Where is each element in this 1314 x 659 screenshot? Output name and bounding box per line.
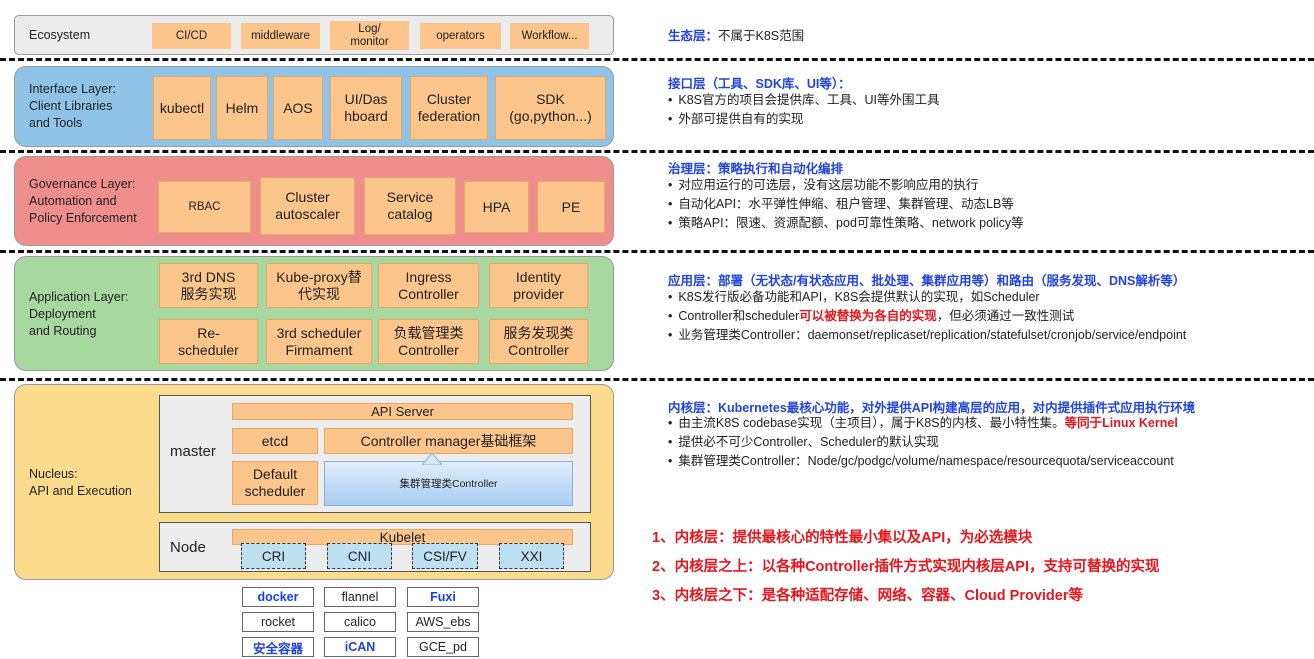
impl-flannel: flannel [324, 587, 396, 607]
ecosystem-desc-text: 不属于K8S范围 [718, 29, 805, 43]
summary-item-1: 1、内核层：提供最核心的特性最小集以及API，为必选模块 [652, 530, 1033, 546]
application-item-ingress: Ingress Controller [378, 263, 479, 308]
interface-desc-title: 接口层（工具、SDK库、UI等）： [668, 77, 851, 91]
governance-item-pe: PE [537, 181, 605, 233]
nucleus-bullet-text: 由主流K8S codebase实现（主项目），属于K8S的内核、最小特性集。 [678, 416, 1065, 430]
interface-item-kubectl: kubectl [153, 76, 211, 140]
controller-manager: Controller manager基础框架 [324, 428, 573, 454]
nucleus-bullet: 集群管理类Controller：Node/gc/podgc/volume/nam… [668, 452, 1178, 471]
api-server: API Server [232, 403, 573, 420]
governance-item-cluster-autoscaler: Cluster autoscaler [260, 177, 355, 235]
ecosystem-item-middleware: middleware [241, 23, 320, 49]
separator [0, 250, 1314, 253]
ecosystem-item-operators: operators [420, 23, 501, 49]
governance-bullet: 对应用运行的可选层，没有这层功能不影响应用的执行 [668, 176, 1024, 195]
nucleus-bullet: 由主流K8S codebase实现（主项目），属于K8S的内核、最小特性集。等同… [668, 414, 1178, 433]
interface-item-sdk: SDK (go,python...) [495, 76, 606, 140]
governance-label: Governance Layer: Automation and Policy … [29, 177, 137, 225]
ecosystem-item-cicd: CI/CD [152, 23, 231, 49]
interface-cri: CRI [241, 543, 306, 569]
application-bullet-highlight: 可以被替换为各自的实现 [799, 309, 937, 323]
interface-item-helm: Helm [216, 76, 268, 140]
ecosystem-desc: 生态层：不属于K8S范围 [668, 25, 804, 44]
etcd: etcd [232, 428, 318, 454]
separator [0, 378, 1314, 381]
ecosystem-label: Ecosystem [29, 28, 91, 42]
nucleus-bullet: 提供必不可少Controller、Scheduler的默认实现 [668, 433, 1178, 452]
application-item-kube-proxy: Kube-proxy替 代实现 [266, 263, 372, 308]
interface-item-cluster-federation: Cluster federation [410, 76, 488, 140]
impl-calico: calico [324, 612, 396, 632]
governance-item-rbac: RBAC [158, 181, 251, 233]
ecosystem-item-log-monitor: Log/ monitor [330, 21, 409, 50]
impl-secure-container: 安全容器 [242, 637, 314, 657]
ecosystem-desc-title: 生态层： [668, 29, 719, 43]
nucleus-label: Nucleus: API and Execution [29, 467, 132, 498]
governance-item-service-catalog: Service catalog [364, 177, 456, 235]
interface-label: Interface Layer: Client Libraries and To… [29, 82, 116, 130]
governance-item-hpa: HPA [464, 181, 529, 233]
impl-rocket: rocket [242, 612, 314, 632]
application-item-identity: Identity provider [489, 263, 588, 308]
summary-item-3: 3、内核层之下：是各种适配存储、网络、容器、Cloud Provider等 [652, 588, 1083, 604]
node-label: Node [170, 539, 206, 556]
application-item-firmament: 3rd scheduler Firmament [266, 319, 372, 364]
application-bullet: Controller和scheduler可以被替换为各自的实现，但必须通过一致性… [668, 307, 1186, 326]
interface-bullet: 外部可提供自有的实现 [668, 110, 940, 129]
governance-bullet: 策略API：限速、资源配额、pod可靠性策略、network policy等 [668, 214, 1023, 233]
application-label: Application Layer: Deployment and Routin… [29, 290, 129, 338]
up-arrow-icon [422, 453, 442, 465]
separator [0, 58, 1314, 61]
kubelet: Kubelet [232, 529, 573, 545]
nucleus-desc-title: 内核层：Kubernetes最核心功能，对外提供API构建高层的应用，对内提供插… [668, 401, 1196, 415]
interface-item-aos: AOS [273, 76, 323, 140]
application-desc-title: 应用层：部署（无状态/有状态应用、批处理、集群应用等）和路由（服务发现、DNS解… [668, 274, 1186, 288]
governance-bullet: 自动化API：水平弹性伸缩、租户管理、集群管理、动态LB等 [668, 195, 1024, 214]
impl-gce-pd: GCE_pd [407, 637, 479, 657]
application-item-workload-controller: 负载管理类 Controller [378, 319, 479, 364]
application-bullet: K8S发行版必备功能和API，K8S会提供默认的实现，如Scheduler [668, 288, 1186, 307]
application-bullet-text: Controller和scheduler [678, 309, 800, 323]
application-bullets: K8S发行版必备功能和API，K8S会提供默认的实现，如Scheduler Co… [668, 288, 1186, 345]
impl-docker: docker [242, 587, 314, 607]
interface-bullets: K8S官方的项目会提供库、工具、UI等外围工具 外部可提供自有的实现 [668, 91, 940, 129]
interface-csi-fv: CSI/FV [412, 543, 478, 569]
impl-aws-ebs: AWS_ebs [407, 612, 479, 632]
application-bullet-text: ，但必须通过一致性测试 [936, 309, 1075, 323]
interface-bullet: K8S官方的项目会提供库、工具、UI等外围工具 [668, 91, 939, 110]
nucleus-bullet-highlight: 等同于Linux Kernel [1064, 416, 1178, 430]
interface-xxi: XXI [499, 543, 564, 569]
ecosystem-item-workflow: Workflow... [510, 23, 589, 49]
application-item-discovery-controller: 服务发现类 Controller [489, 319, 588, 364]
impl-fuxi: Fuxi [407, 587, 479, 607]
default-scheduler: Default scheduler [232, 461, 318, 505]
cluster-controller: 集群管理类Controller [324, 461, 573, 506]
governance-desc-title: 治理层：策略执行和自动化编排 [668, 162, 844, 176]
application-item-dns: 3rd DNS 服务实现 [159, 263, 258, 308]
separator [0, 150, 1314, 153]
nucleus-bullets: 由主流K8S codebase实现（主项目），属于K8S的内核、最小特性集。等同… [668, 414, 1178, 471]
governance-bullets: 对应用运行的可选层，没有这层功能不影响应用的执行 自动化API：水平弹性伸缩、租… [668, 176, 1024, 233]
interface-item-dashboard: UI/Das hboard [330, 76, 402, 140]
cluster-controller-label: 集群管理类Controller [399, 478, 498, 490]
summary-item-2: 2、内核层之上：以各种Controller插件方式实现内核层API，支持可替换的… [652, 559, 1160, 575]
application-item-rescheduler: Re- scheduler [159, 319, 258, 364]
master-label: master [170, 443, 216, 460]
impl-ican: iCAN [324, 637, 396, 657]
interface-cni: CNI [327, 543, 392, 569]
application-bullet: 业务管理类Controller：daemonset/replicaset/rep… [668, 326, 1186, 345]
